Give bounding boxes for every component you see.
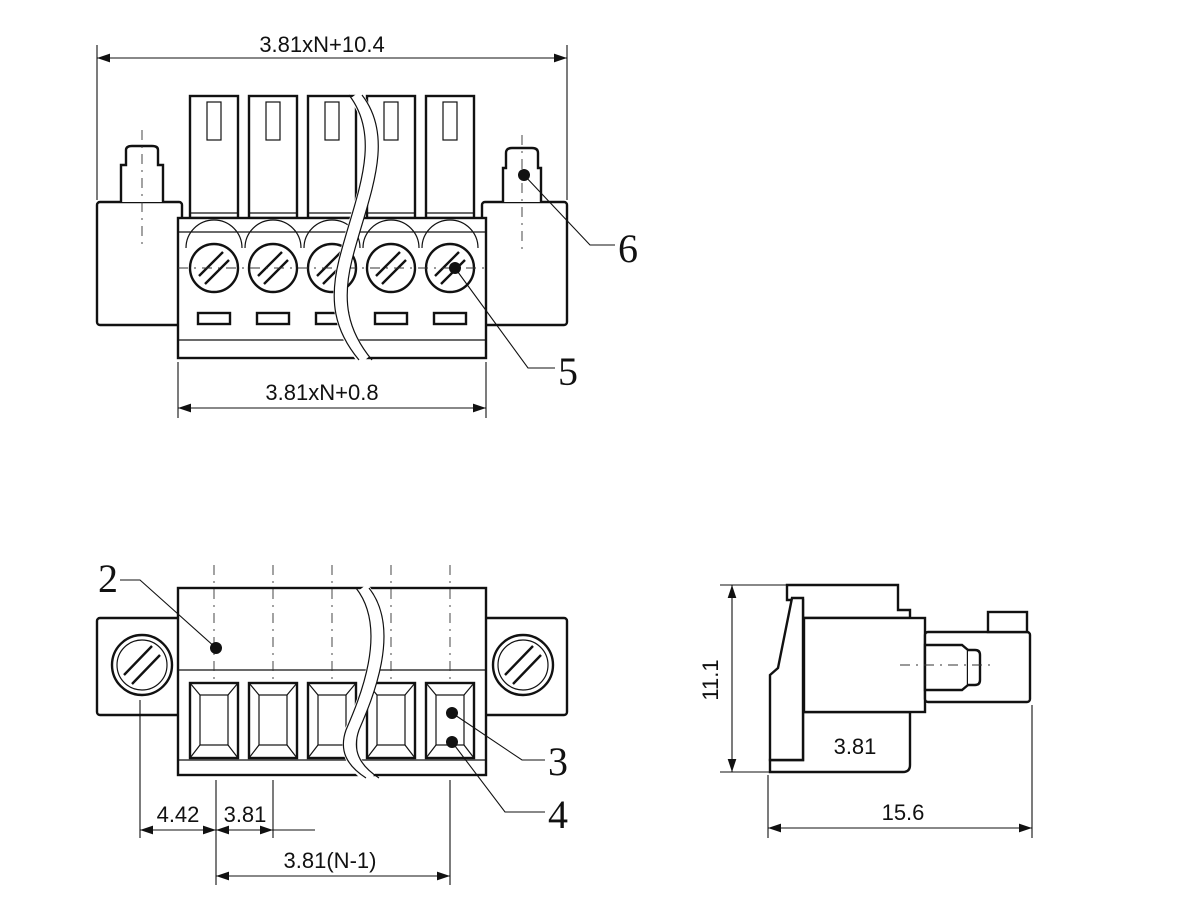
- flange-screw: [110, 633, 174, 697]
- wire-entry: [188, 681, 240, 760]
- flange-screw: [491, 633, 555, 697]
- break-line: [333, 90, 379, 365]
- dimension-height-label: 11.1: [698, 659, 723, 700]
- plug-tab: [247, 94, 299, 220]
- screw-slot: [316, 251, 342, 277]
- screw-head: [247, 242, 299, 294]
- screw-slot: [375, 251, 401, 277]
- screw-head: [188, 242, 240, 294]
- callout-6: 6: [618, 226, 638, 271]
- plug-tab: [188, 94, 240, 220]
- callout-2: 2: [98, 556, 118, 601]
- dimension-body-label: 3.81xN+0.8: [265, 380, 378, 405]
- screw-recess: [185, 219, 243, 249]
- wire-entries: [188, 565, 476, 760]
- dimension-pitch-label: 3.81: [224, 802, 267, 827]
- test-opening: [196, 311, 232, 326]
- screw-slot: [198, 251, 224, 277]
- plug-slot: [265, 101, 281, 141]
- left-flange: [95, 200, 184, 327]
- screw-recess: [421, 219, 479, 249]
- screw-recess: [362, 219, 420, 249]
- callout-3: 3: [548, 739, 568, 784]
- dimension-depth-label: 15.6: [882, 800, 925, 825]
- top-view: 3.81xN+10.4 3.81xN+0.8 6 5: [95, 32, 638, 418]
- screw-slot: [434, 251, 460, 277]
- wire-entry: [247, 681, 299, 760]
- test-opening: [255, 311, 291, 326]
- callout-5: 5: [558, 349, 578, 394]
- callout-4: 4: [548, 792, 568, 837]
- side-pitch-label: 3.81: [834, 734, 877, 759]
- screw-slot: [257, 251, 283, 277]
- plug-tabs: [188, 94, 476, 220]
- plug-slot: [324, 101, 340, 141]
- plug-slot: [442, 101, 458, 141]
- front-view: 2 3 4 4.42 3.81 3.81(N-1): [95, 556, 569, 885]
- plug-slot: [383, 101, 399, 141]
- plug-slot: [206, 101, 222, 141]
- test-opening: [373, 311, 409, 326]
- plug-tab: [424, 94, 476, 220]
- test-opening: [432, 311, 468, 326]
- wire-entry: [365, 681, 417, 760]
- dimension-flange-label: 4.42: [157, 802, 200, 827]
- screw-head: [365, 242, 417, 294]
- plug-tab: [306, 94, 358, 220]
- right-flange: [480, 200, 569, 327]
- dimension-overall-label: 3.81xN+10.4: [259, 32, 384, 57]
- screw-recess: [244, 219, 302, 249]
- flange-screws: [110, 633, 555, 697]
- screws: [185, 219, 479, 326]
- dimension-span-label: 3.81(N-1): [284, 848, 377, 873]
- side-view: 11.1 3.81 15.6: [698, 583, 1033, 838]
